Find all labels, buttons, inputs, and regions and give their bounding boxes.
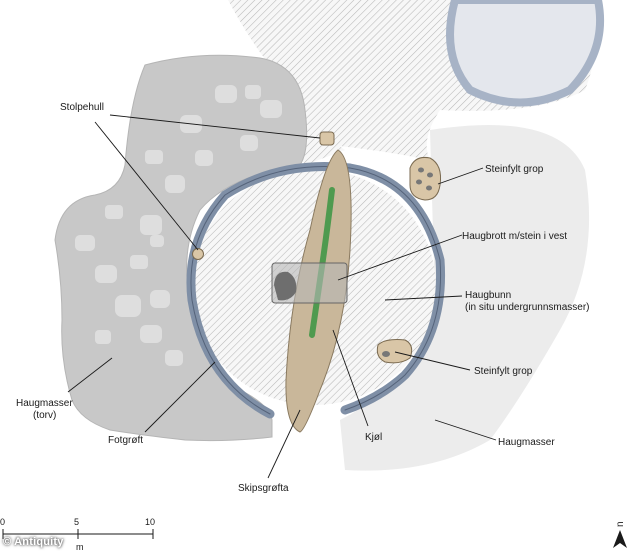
label-haugbunn-sub: (in situ undergrunnsmasser) (465, 302, 590, 313)
steinfylt-grop-2 (376, 339, 413, 364)
north-arrow: n (613, 521, 627, 548)
scale-unit: m (76, 542, 84, 552)
haugmasser-area (340, 125, 590, 471)
scale-tick-5: 5 (74, 517, 79, 527)
turf-area (54, 54, 308, 442)
label-steinfylt-grop-1: Steinfylt grop (485, 164, 544, 175)
label-haugmasser: Haugmasser (498, 437, 555, 448)
label-haugbrott: Haugbrott m/stein i vest (462, 231, 567, 242)
labels: Stolpehull Steinfylt grop Haugbrott m/st… (16, 102, 590, 494)
scale-tick-10: 10 (145, 517, 155, 527)
north-label: n (615, 521, 626, 527)
label-fotgroft: Fotgrøft (108, 435, 143, 446)
stolpehull-ring (192, 248, 204, 260)
label-haugmasser-torv-sub: (torv) (33, 410, 56, 421)
north-arrow-icon (613, 530, 627, 548)
leader-lines (67, 114, 497, 479)
label-haugbunn: Haugbunn (465, 290, 511, 301)
label-stolpehull: Stolpehull (60, 102, 104, 113)
haugbrott-stone (274, 271, 297, 301)
credit-watermark: © Antiquity (3, 536, 64, 548)
blue-circle-feature (446, 0, 605, 107)
label-steinfylt-grop-2: Steinfylt grop (474, 366, 533, 377)
label-kjol: Kjøl (365, 432, 382, 443)
stolpehull-top (319, 131, 335, 146)
scale-tick-0: 0 (0, 517, 5, 527)
label-haugmasser-torv: Haugmasser (16, 398, 73, 409)
steinfylt-grop-1 (409, 157, 441, 201)
fotgroft-ring-outline (190, 166, 442, 415)
label-skipsgrofta: Skipsgrøfta (238, 483, 289, 494)
scale-bar: 0 5 10 m (0, 517, 155, 552)
